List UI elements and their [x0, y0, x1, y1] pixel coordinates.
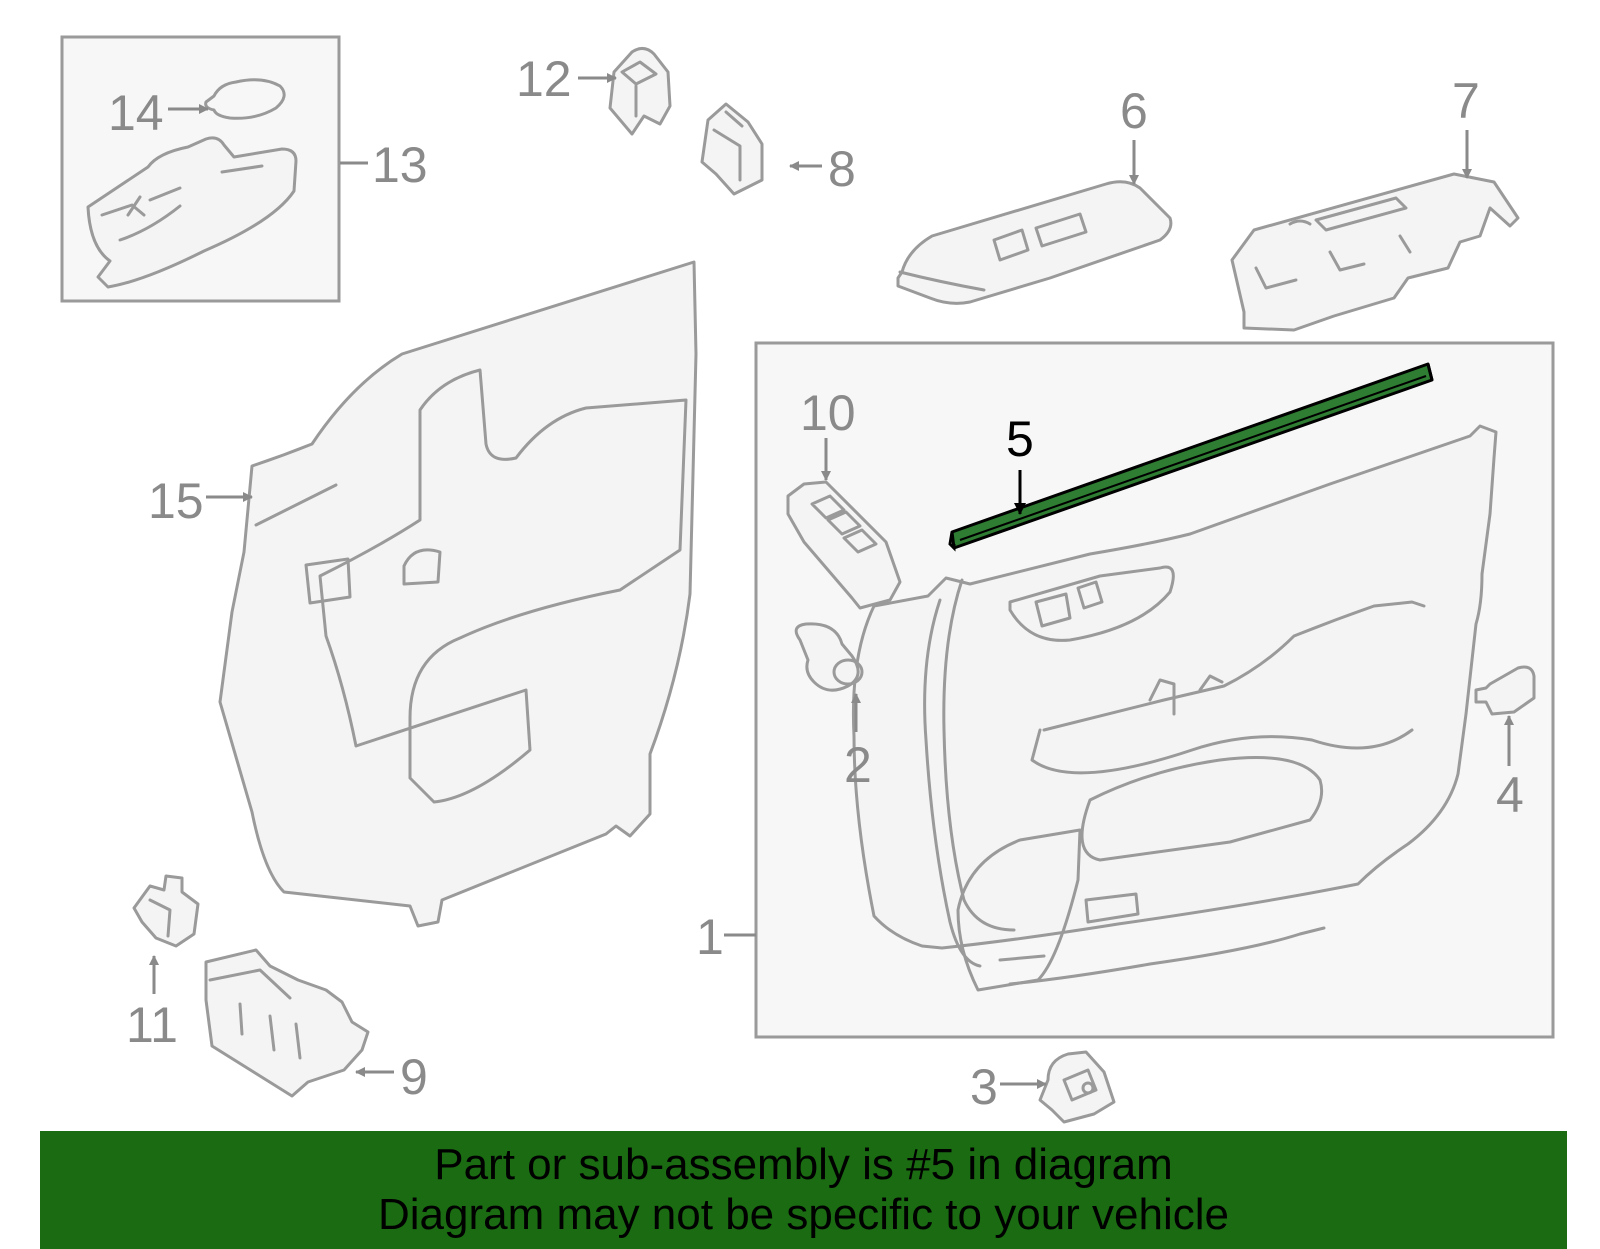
callout-14: 14 [108, 85, 164, 141]
part-1-assembly-box [754, 341, 1555, 1039]
callout-2: 2 [844, 737, 872, 793]
callout-15: 15 [148, 473, 204, 529]
callout-9: 9 [400, 1049, 428, 1105]
callout-10: 10 [800, 385, 856, 441]
part-8-clip [700, 102, 764, 196]
part-13-switch [86, 136, 298, 289]
callout-1: 1 [696, 909, 724, 965]
callout-8: 8 [828, 141, 856, 197]
part-9-switch [204, 948, 370, 1098]
info-banner: Part or sub-assembly is #5 in diagram Di… [40, 1131, 1567, 1249]
part-11-clip [132, 874, 200, 948]
part-5-weatherstrip-highlighted [948, 362, 1434, 552]
part-10-switch [786, 480, 902, 610]
callout-6: 6 [1120, 83, 1148, 139]
callout-4: 4 [1496, 767, 1524, 823]
callout-3: 3 [970, 1059, 998, 1115]
callout-11: 11 [126, 997, 178, 1053]
part-6-bezel [896, 180, 1173, 305]
callout-5: 5 [1006, 411, 1034, 467]
part-7-base [1230, 172, 1520, 332]
callout-7: 7 [1452, 73, 1480, 129]
part-15-door-panel [218, 260, 698, 928]
part-4-clip [1474, 665, 1536, 716]
banner-line-1: Part or sub-assembly is #5 in diagram [434, 1140, 1173, 1189]
callout-12: 12 [516, 51, 572, 107]
banner-line-2: Diagram may not be specific to your vehi… [377, 1190, 1230, 1239]
part-13-assembly-box [60, 35, 341, 303]
callout-13: 13 [372, 137, 428, 193]
part-12-clip [608, 47, 672, 136]
part-14-bulb [204, 78, 286, 120]
part-3-clip [1038, 1050, 1116, 1124]
part-2-clip [794, 622, 864, 692]
